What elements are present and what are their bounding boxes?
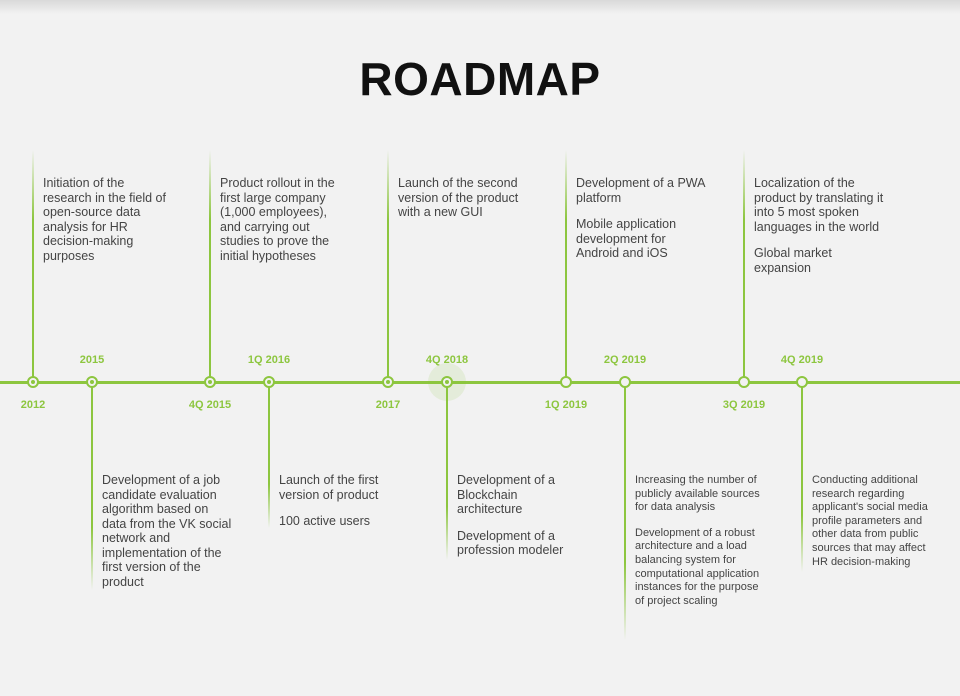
milestone-text: Conducting additional research regarding… bbox=[812, 474, 928, 568]
milestone-description: Product rollout in the first large compa… bbox=[220, 176, 342, 275]
milestone-stem bbox=[387, 150, 389, 382]
milestone-label: 1Q 2019 bbox=[544, 399, 588, 411]
milestone-stem bbox=[32, 150, 34, 382]
milestone-stem bbox=[209, 150, 211, 382]
milestone-text: Launch of the second version of the prod… bbox=[398, 176, 519, 219]
milestone-label: 2015 bbox=[79, 354, 105, 366]
milestone-label: 4Q 2019 bbox=[780, 354, 824, 366]
milestone-text: Development of a Blockchain architecture bbox=[457, 473, 555, 516]
milestone-description: Initiation of the research in the field … bbox=[43, 176, 173, 275]
milestone-node bbox=[796, 376, 808, 388]
milestone-text: Increasing the number of publicly availa… bbox=[635, 474, 760, 514]
milestone-text: Development of a PWA platform bbox=[576, 176, 705, 205]
milestone-text: Launch of the first version of product bbox=[279, 473, 379, 502]
milestone-label: 4Q 2015 bbox=[188, 399, 232, 411]
milestone-node-dot bbox=[267, 380, 271, 384]
milestone-node-dot bbox=[31, 380, 35, 384]
milestone-label: 2017 bbox=[375, 399, 401, 411]
milestone-stem bbox=[91, 382, 93, 590]
milestone-node bbox=[619, 376, 631, 388]
milestone-description: Development of a job candidate evaluatio… bbox=[102, 473, 232, 601]
milestone-node-dot bbox=[386, 380, 390, 384]
milestone-text: Development of a job candidate evaluatio… bbox=[102, 473, 232, 589]
milestone-node bbox=[86, 376, 98, 388]
milestone-stem bbox=[565, 150, 567, 382]
milestone-label: 1Q 2016 bbox=[247, 354, 291, 366]
milestone-node-dot bbox=[208, 380, 212, 384]
milestone-stem bbox=[268, 382, 270, 528]
milestone-description: Launch of the first version of product 10… bbox=[279, 473, 399, 541]
timeline-axis bbox=[0, 381, 960, 384]
milestone-description: Launch of the second version of the prod… bbox=[398, 176, 528, 232]
milestone-label: 3Q 2019 bbox=[722, 399, 766, 411]
milestone-node bbox=[382, 376, 394, 388]
milestone-text: Global market expansion bbox=[754, 246, 832, 275]
milestone-text: Localization of the product by translati… bbox=[754, 176, 884, 234]
milestone-stem bbox=[801, 382, 803, 572]
milestone-label: 4Q 2018 bbox=[425, 354, 469, 366]
milestone-node-dot bbox=[445, 380, 449, 384]
milestone-label: 2012 bbox=[20, 399, 46, 411]
milestone-text: Development of a robust architecture and… bbox=[635, 526, 760, 607]
milestone-stem bbox=[743, 150, 745, 382]
milestone-node bbox=[27, 376, 39, 388]
milestone-description: Increasing the number of publicly availa… bbox=[635, 474, 770, 620]
page-title: ROADMAP bbox=[359, 53, 601, 105]
milestone-label: 2Q 2019 bbox=[603, 354, 647, 366]
top-shadow bbox=[0, 0, 960, 14]
milestone-node bbox=[441, 376, 453, 388]
milestone-text: Product rollout in the first large compa… bbox=[220, 176, 335, 263]
milestone-text: 100 active users bbox=[279, 514, 371, 528]
milestone-description: Conducting additional research regarding… bbox=[812, 474, 942, 581]
milestone-text: Initiation of the research in the field … bbox=[43, 176, 166, 263]
milestone-node bbox=[204, 376, 216, 388]
milestone-stem bbox=[446, 382, 448, 560]
milestone-node bbox=[263, 376, 275, 388]
milestone-node bbox=[738, 376, 750, 388]
milestone-description: Development of a Blockchain architecture… bbox=[457, 473, 572, 570]
milestone-stem bbox=[624, 382, 626, 640]
milestone-text: Development of a profession modeler bbox=[457, 528, 564, 558]
milestone-node-dot bbox=[90, 380, 94, 384]
milestone-description: Localization of the product by translati… bbox=[754, 176, 884, 287]
milestone-node bbox=[560, 376, 572, 388]
milestone-text: Mobile application development for Andro… bbox=[576, 217, 677, 260]
